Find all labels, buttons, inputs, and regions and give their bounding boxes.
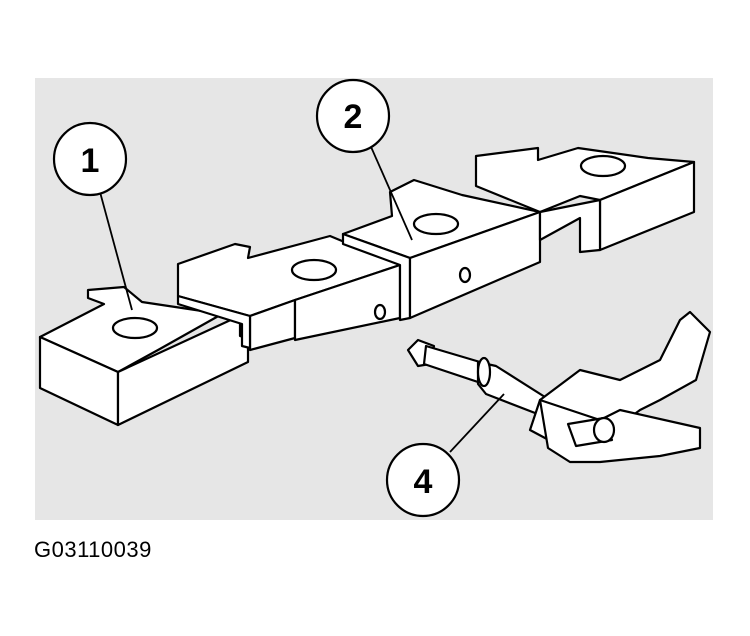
figure-code: G03110039 xyxy=(34,537,152,562)
t-handle-locking-pin xyxy=(406,310,712,464)
callout-2: 2 xyxy=(315,78,413,241)
tool-block-3 xyxy=(341,178,542,322)
callout-label-4: 4 xyxy=(414,463,433,501)
callout-label-2: 2 xyxy=(344,98,363,136)
callout-4: 4 xyxy=(385,393,505,518)
callout-1: 1 xyxy=(52,121,133,311)
tool-block-4 xyxy=(474,146,696,254)
callout-label-1: 1 xyxy=(81,142,100,180)
